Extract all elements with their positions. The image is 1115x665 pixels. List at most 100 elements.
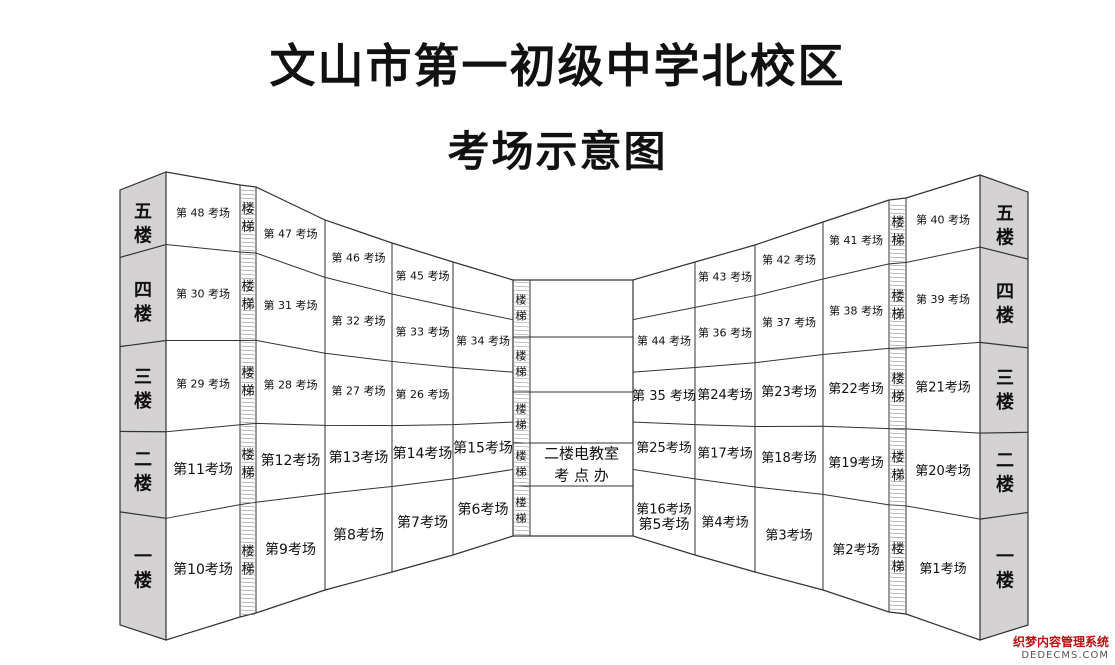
- svg-text:梯: 梯: [516, 419, 527, 432]
- center-stair-hatch: [513, 417, 530, 420]
- left-stair-hatch: [240, 569, 256, 572]
- left-stair-hatch: [240, 281, 256, 284]
- left-stair-hatch: [240, 501, 256, 504]
- left-stair-hatch: [240, 261, 256, 264]
- right-stair-hatch: [889, 208, 906, 211]
- center-block: [512, 279, 634, 537]
- right-stair-hatch: [889, 484, 906, 487]
- room-label: 第1考场: [919, 562, 966, 577]
- room-label: 第7考场: [397, 514, 448, 531]
- right-floor-divider: [979, 341, 1029, 349]
- center-stair-hatch: [513, 385, 530, 388]
- right-stair-hatch: [889, 468, 906, 471]
- left-stair-hatch: [240, 553, 256, 556]
- svg-text:梯: 梯: [891, 468, 904, 483]
- svg-text:一: 一: [134, 546, 152, 567]
- left-stair-hatch: [240, 493, 256, 496]
- svg-text:梯: 梯: [516, 310, 527, 323]
- left-stair-hatch: [240, 241, 256, 244]
- room-label: 第 44 考场: [637, 334, 691, 348]
- left-stair-hatch: [240, 421, 256, 424]
- room-label: 第11考场: [173, 461, 233, 478]
- room-label: 第12考场: [261, 452, 321, 469]
- right-stair-hatch: [889, 256, 906, 259]
- svg-text:梯: 梯: [891, 308, 904, 323]
- right-stair-hatch: [889, 448, 906, 451]
- right-stair-hatch: [889, 524, 906, 527]
- center-stair-hatch: [513, 421, 530, 424]
- left-stair-hatch: [240, 425, 256, 428]
- left-stair-hatch: [240, 521, 256, 524]
- right-stair-hatch: [889, 252, 906, 255]
- room-label: 第21考场: [915, 381, 971, 396]
- room-label: 第20考场: [915, 464, 971, 479]
- right-stair-hatch: [889, 536, 906, 539]
- svg-text:四: 四: [134, 280, 152, 301]
- svg-text:梯: 梯: [891, 390, 904, 405]
- center-stair-hatch: [513, 497, 530, 500]
- left-stair-hatch: [240, 273, 256, 276]
- svg-text:楼: 楼: [516, 402, 527, 416]
- svg-text:楼: 楼: [241, 202, 254, 217]
- room-label: 第13考场: [329, 449, 389, 466]
- right-stair-hatch: [889, 236, 906, 239]
- room-label: 第19考场: [828, 456, 884, 471]
- right-stair-hatch: [889, 608, 906, 611]
- room-label: 第9考场: [265, 541, 316, 558]
- left-stair-hatch: [240, 393, 256, 396]
- left-floor-label: 二楼: [134, 450, 152, 495]
- left-stair-hatch: [240, 365, 256, 368]
- right-stair-hatch: [889, 364, 906, 367]
- center-stair-hatch: [513, 401, 530, 404]
- left-stair-hatch: [240, 533, 256, 536]
- right-stair-hatch: [889, 204, 906, 207]
- right-stair-hatch: [889, 360, 906, 363]
- svg-text:楼: 楼: [996, 227, 1014, 249]
- right-stair-hatch: [889, 604, 906, 607]
- right-stair-hatch: [889, 396, 906, 399]
- left-floor-divider: [119, 339, 167, 348]
- right-stair-hatch: [889, 368, 906, 371]
- left-stair-hatch: [240, 485, 256, 488]
- left-stair-hatch: [240, 453, 256, 456]
- svg-text:楼: 楼: [516, 293, 527, 307]
- left-floor-divider: [119, 243, 167, 259]
- left-stair-hatch: [240, 573, 256, 576]
- room-label: 第18考场: [761, 451, 817, 466]
- center-stair-hatch: [513, 349, 530, 352]
- room-label: 第15考场: [453, 440, 513, 457]
- room-label: 第 47 考场: [264, 226, 318, 240]
- room-label: 第 26 考场: [396, 387, 450, 401]
- left-floor-divider: [119, 511, 167, 519]
- right-stair-hatch: [889, 572, 906, 575]
- svg-text:楼: 楼: [891, 372, 904, 387]
- right-stair-hatch: [889, 412, 906, 415]
- right-stair-hatch: [889, 424, 906, 427]
- center-stair-hatch: [513, 501, 530, 504]
- right-stair-hatch: [889, 308, 906, 311]
- center-stair-hatch: [513, 445, 530, 448]
- left-stair-hatch: [240, 381, 256, 384]
- center-stair-hatch: [513, 317, 530, 320]
- room-label: 第8考场: [333, 527, 384, 544]
- center-stair-hatch: [513, 373, 530, 376]
- room-label: 第 35 考场: [632, 389, 696, 404]
- right-stair-hatch: [889, 520, 906, 523]
- svg-text:梯: 梯: [516, 366, 527, 379]
- left-stair-hatch: [240, 469, 256, 472]
- right-stair-hatch: [889, 432, 906, 435]
- left-stair-hatch: [240, 373, 256, 376]
- right-stair-hatch: [889, 260, 906, 263]
- left-floor-label: 三楼: [134, 367, 152, 412]
- right-stair-hatch: [889, 224, 906, 227]
- center-stair-hatch: [513, 405, 530, 408]
- svg-text:楼: 楼: [241, 448, 254, 463]
- right-stair-hatch: [889, 592, 906, 595]
- left-stair-hatch: [240, 297, 256, 300]
- left-stair-hatch: [240, 369, 256, 372]
- left-stair-hatch: [240, 205, 256, 208]
- center-stair-hatch: [513, 489, 530, 492]
- left-stair-hatch: [240, 361, 256, 364]
- right-stair-hatch: [889, 284, 906, 287]
- left-stair-label: 楼梯: [241, 544, 254, 577]
